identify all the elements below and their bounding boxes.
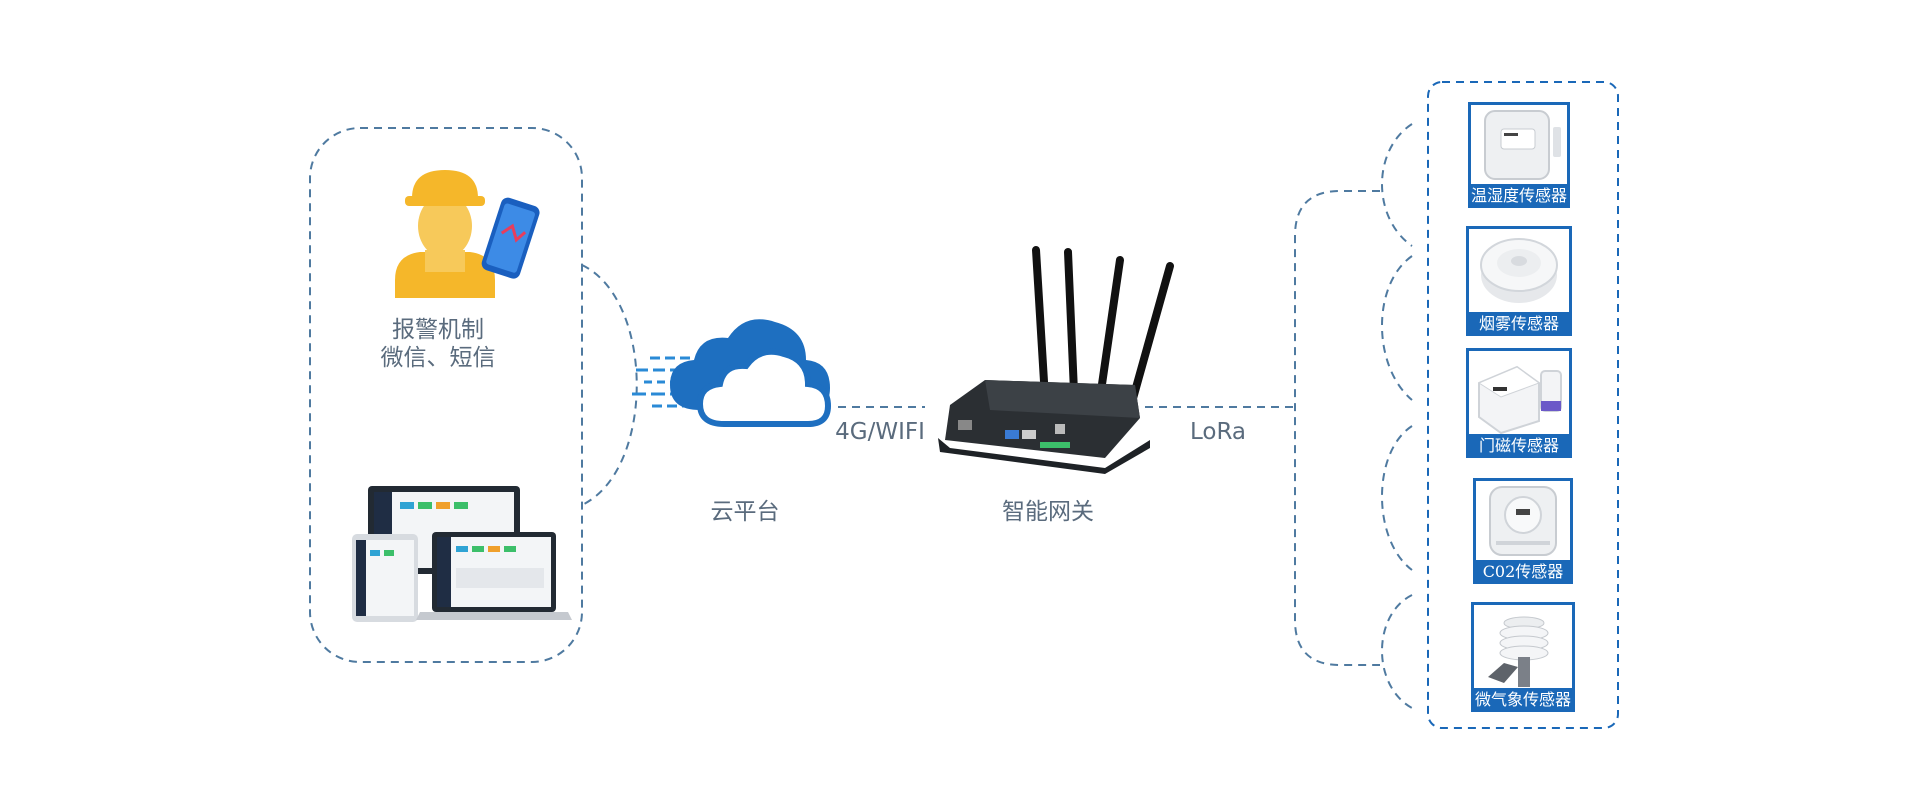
smoke-sensor-icon (1480, 238, 1558, 303)
alarm-line-2: 微信、短信 (380, 345, 496, 371)
weather-station-icon (1488, 616, 1549, 687)
alarm-label: 报警机制 微信、短信 (381, 316, 496, 372)
sensor-card-temp-humidity: 温湿度传感器 (1468, 102, 1570, 208)
sensor-card-door: 门磁传感器 (1466, 348, 1572, 458)
cloud-link-label: 4G/WIFI (835, 419, 925, 445)
phone-icon (481, 197, 540, 279)
sensor-label: C02传感器 (1473, 560, 1573, 584)
sensor-label: 微气象传感器 (1471, 688, 1575, 712)
co2-sensor-icon (1489, 486, 1557, 556)
client-bracket (581, 264, 638, 506)
sensor-label: 温湿度传感器 (1468, 184, 1570, 208)
cloud-label: 云平台 (710, 499, 780, 525)
sensor-panel (1427, 81, 1619, 729)
sensor-card-smoke: 烟雾传感器 (1466, 226, 1572, 336)
temp-humidity-sensor-icon (1484, 110, 1561, 180)
cloud-icon (632, 319, 832, 427)
sensor-outer-bracket (1294, 190, 1380, 666)
devices-icon (352, 486, 572, 622)
gateway-link-label: LoRa (1189, 419, 1247, 445)
sensor-label: 门磁传感器 (1466, 434, 1572, 458)
gateway-label: 智能网关 (1002, 499, 1094, 525)
door-sensor-icon (1477, 365, 1562, 435)
gateway-icon (938, 246, 1174, 474)
alarm-line-1: 报警机制 (392, 317, 484, 343)
sensor-label: 烟雾传感器 (1466, 312, 1572, 336)
client-panel (309, 127, 583, 663)
sensor-card-co2: C02传感器 (1473, 478, 1573, 584)
worker-icon (395, 170, 495, 298)
sensor-card-weather: 微气象传感器 (1471, 602, 1575, 712)
